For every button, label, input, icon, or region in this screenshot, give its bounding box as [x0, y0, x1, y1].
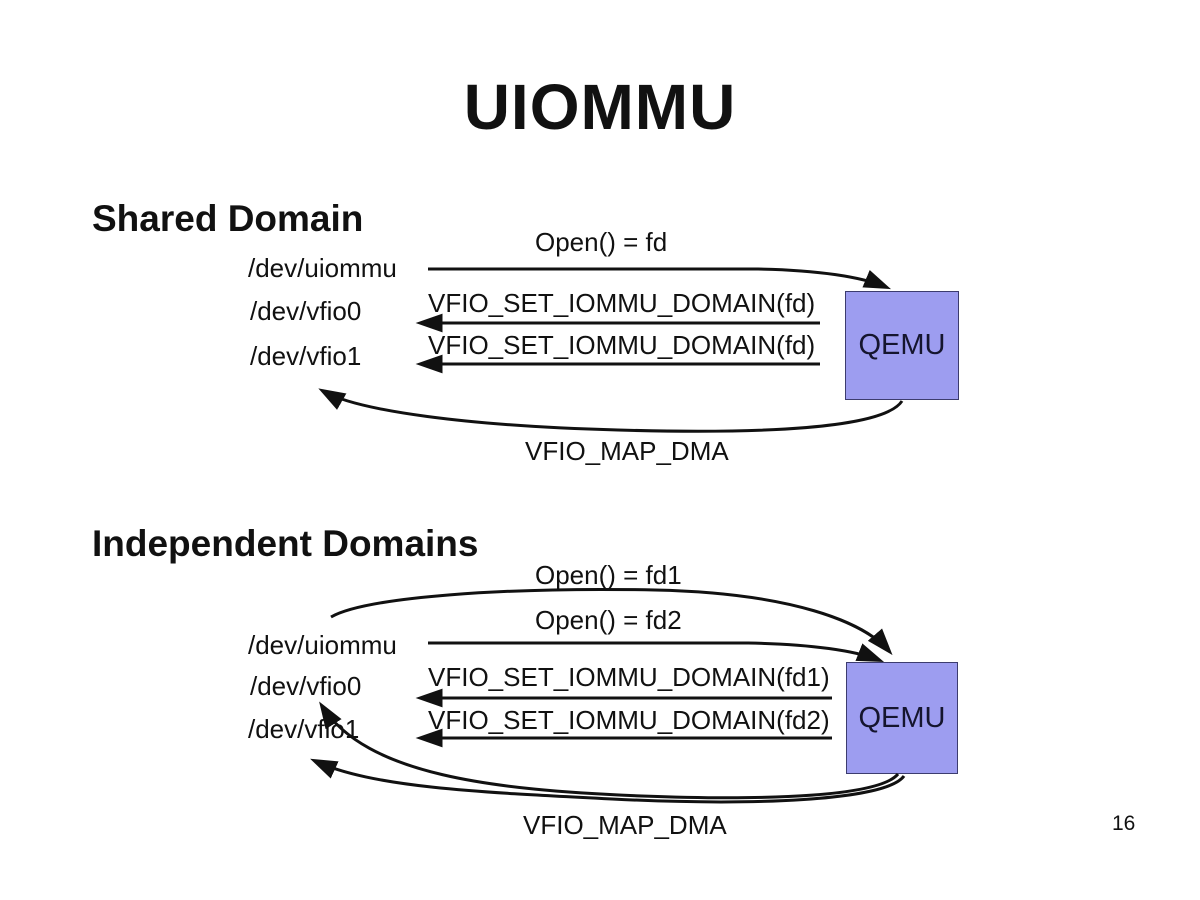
- independent-domains-heading: Independent Domains: [92, 523, 479, 564]
- independent-message-set-domain-1: VFIO_SET_IOMMU_DOMAIN(fd1): [428, 662, 830, 692]
- independent-qemu-box: QEMU: [846, 662, 958, 774]
- independent-map-dma-arrow-2: [310, 758, 906, 804]
- independent-message-open-fd2: Open() = fd2: [535, 605, 682, 635]
- shared-message-set-domain-2: VFIO_SET_IOMMU_DOMAIN(fd): [428, 330, 816, 360]
- shared-device-label-vfio0: /dev/vfio0: [250, 296, 362, 326]
- independent-qemu-label: QEMU: [858, 701, 946, 734]
- shared-map-dma-arrow: [318, 388, 904, 433]
- independent-device-label-vfio1: /dev/vfio1: [248, 714, 360, 744]
- shared-qemu-label: QEMU: [858, 329, 946, 361]
- shared-device-label-uiommu: /dev/uiommu: [248, 253, 397, 283]
- shared-open-arrow: [428, 267, 891, 290]
- independent-message-map-dma: VFIO_MAP_DMA: [523, 810, 727, 840]
- shared-device-label-vfio1: /dev/vfio1: [250, 341, 362, 371]
- shared-domain-heading: Shared Domain: [92, 198, 364, 239]
- shared-message-open-fd: Open() = fd: [535, 227, 668, 257]
- independent-device-label-vfio0: /dev/vfio0: [250, 671, 362, 701]
- independent-message-set-domain-2: VFIO_SET_IOMMU_DOMAIN(fd2): [428, 705, 830, 735]
- independent-device-label-uiommu: /dev/uiommu: [248, 630, 397, 660]
- independent-message-open-fd1: Open() = fd1: [535, 560, 682, 590]
- independent-open-fd2-arrow: [428, 641, 885, 662]
- page-number: 16: [1112, 812, 1136, 835]
- shared-message-set-domain-1: VFIO_SET_IOMMU_DOMAIN(fd): [428, 288, 816, 318]
- shared-qemu-box: QEMU: [845, 291, 959, 400]
- slide-title: UIOMMU: [463, 71, 737, 143]
- shared-message-map-dma: VFIO_MAP_DMA: [525, 436, 729, 466]
